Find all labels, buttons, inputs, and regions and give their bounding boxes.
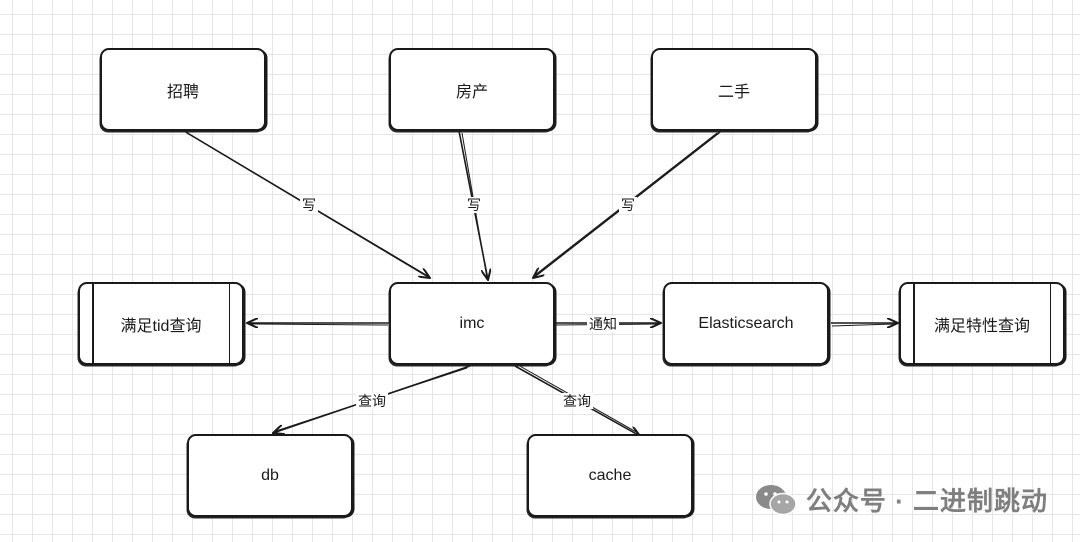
edge-imc-to-tid-query bbox=[247, 323, 389, 325]
node-fangchan[interactable]: 房产 bbox=[389, 48, 555, 131]
node-elasticsearch[interactable]: Elasticsearch bbox=[663, 282, 829, 365]
node-db-label: db bbox=[261, 466, 279, 484]
edge-label-write-3: 写 bbox=[619, 197, 637, 213]
node-imc-label: imc bbox=[459, 314, 485, 332]
edge-elasticsearch-to-feature-query bbox=[831, 323, 898, 326]
node-ershou[interactable]: 二手 bbox=[651, 48, 817, 131]
node-zhaopin[interactable]: 招聘 bbox=[100, 48, 266, 131]
node-elasticsearch-label: Elasticsearch bbox=[698, 314, 794, 332]
edge-label-write-1: 写 bbox=[300, 197, 318, 213]
node-feature-query[interactable]: 满足特性查询 bbox=[899, 282, 1065, 365]
node-tid-query[interactable]: 满足tid查询 bbox=[78, 282, 244, 365]
edge-label-query-db: 查询 bbox=[356, 393, 388, 409]
node-feature-query-label: 满足特性查询 bbox=[933, 317, 1030, 335]
edge-label-notify: 通知 bbox=[587, 316, 619, 332]
watermark-text: 公众号 · 二进制跳动 bbox=[805, 486, 1048, 516]
node-fangchan-label: 房产 bbox=[455, 83, 488, 101]
node-db[interactable]: db bbox=[187, 434, 353, 517]
edge-label-write-2: 写 bbox=[465, 197, 483, 213]
edge-label-query-cache: 查询 bbox=[561, 393, 593, 409]
node-zhaopin-label: 招聘 bbox=[166, 83, 199, 101]
node-tid-query-label: 满足tid查询 bbox=[120, 317, 202, 335]
node-imc[interactable]: imc bbox=[389, 282, 555, 365]
wechat-icon bbox=[755, 484, 797, 515]
node-cache[interactable]: cache bbox=[527, 434, 693, 517]
watermark: 公众号 · 二进制跳动 bbox=[754, 481, 1048, 518]
node-cache-label: cache bbox=[588, 466, 632, 484]
node-ershou-label: 二手 bbox=[717, 83, 750, 101]
